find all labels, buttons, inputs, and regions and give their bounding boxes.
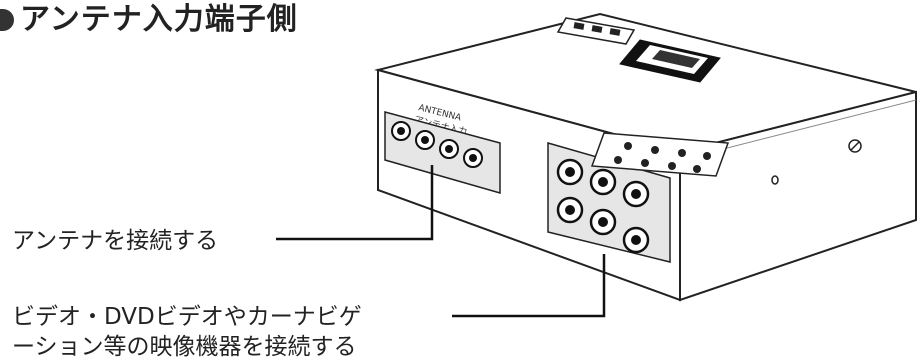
section-title: アンテナ入力端子側 (0, 0, 298, 38)
rca-jack-3 (622, 180, 650, 208)
screw-icon (848, 139, 862, 153)
top-display-panel (619, 39, 721, 83)
section-title-text: アンテナ入力端子側 (20, 2, 298, 37)
callout-av-equipment: ビデオ・DVDビデオやカーナビゲ ーション等の映像機器を接続する (12, 302, 362, 362)
top-switch-block (556, 17, 636, 45)
av-input-group (547, 142, 671, 263)
rca-jack-6 (622, 226, 650, 254)
antenna-jack-3 (439, 139, 459, 159)
callout-antenna: アンテナを接続する (12, 226, 218, 256)
top-jack-strip (590, 132, 730, 177)
callout-antenna-text: アンテナを接続する (12, 228, 219, 254)
callout-av-line2: ーション等の映像機器を接続する (12, 334, 357, 360)
rca-jack-5 (589, 208, 617, 236)
section-bullet-icon (0, 9, 14, 31)
side-hole (771, 175, 779, 185)
leader-line-av (452, 254, 606, 318)
antenna-jack-1 (391, 121, 411, 141)
antenna-jack-2 (415, 130, 435, 150)
callout-av-line1: ビデオ・DVDビデオやカーナビゲ (12, 304, 362, 330)
rca-jack-4 (556, 196, 584, 224)
rca-jack-1 (556, 158, 584, 186)
antenna-jack-4 (463, 148, 483, 168)
antenna-input-group (384, 111, 501, 194)
rca-jack-2 (589, 168, 617, 196)
leader-line-antenna (276, 165, 434, 241)
